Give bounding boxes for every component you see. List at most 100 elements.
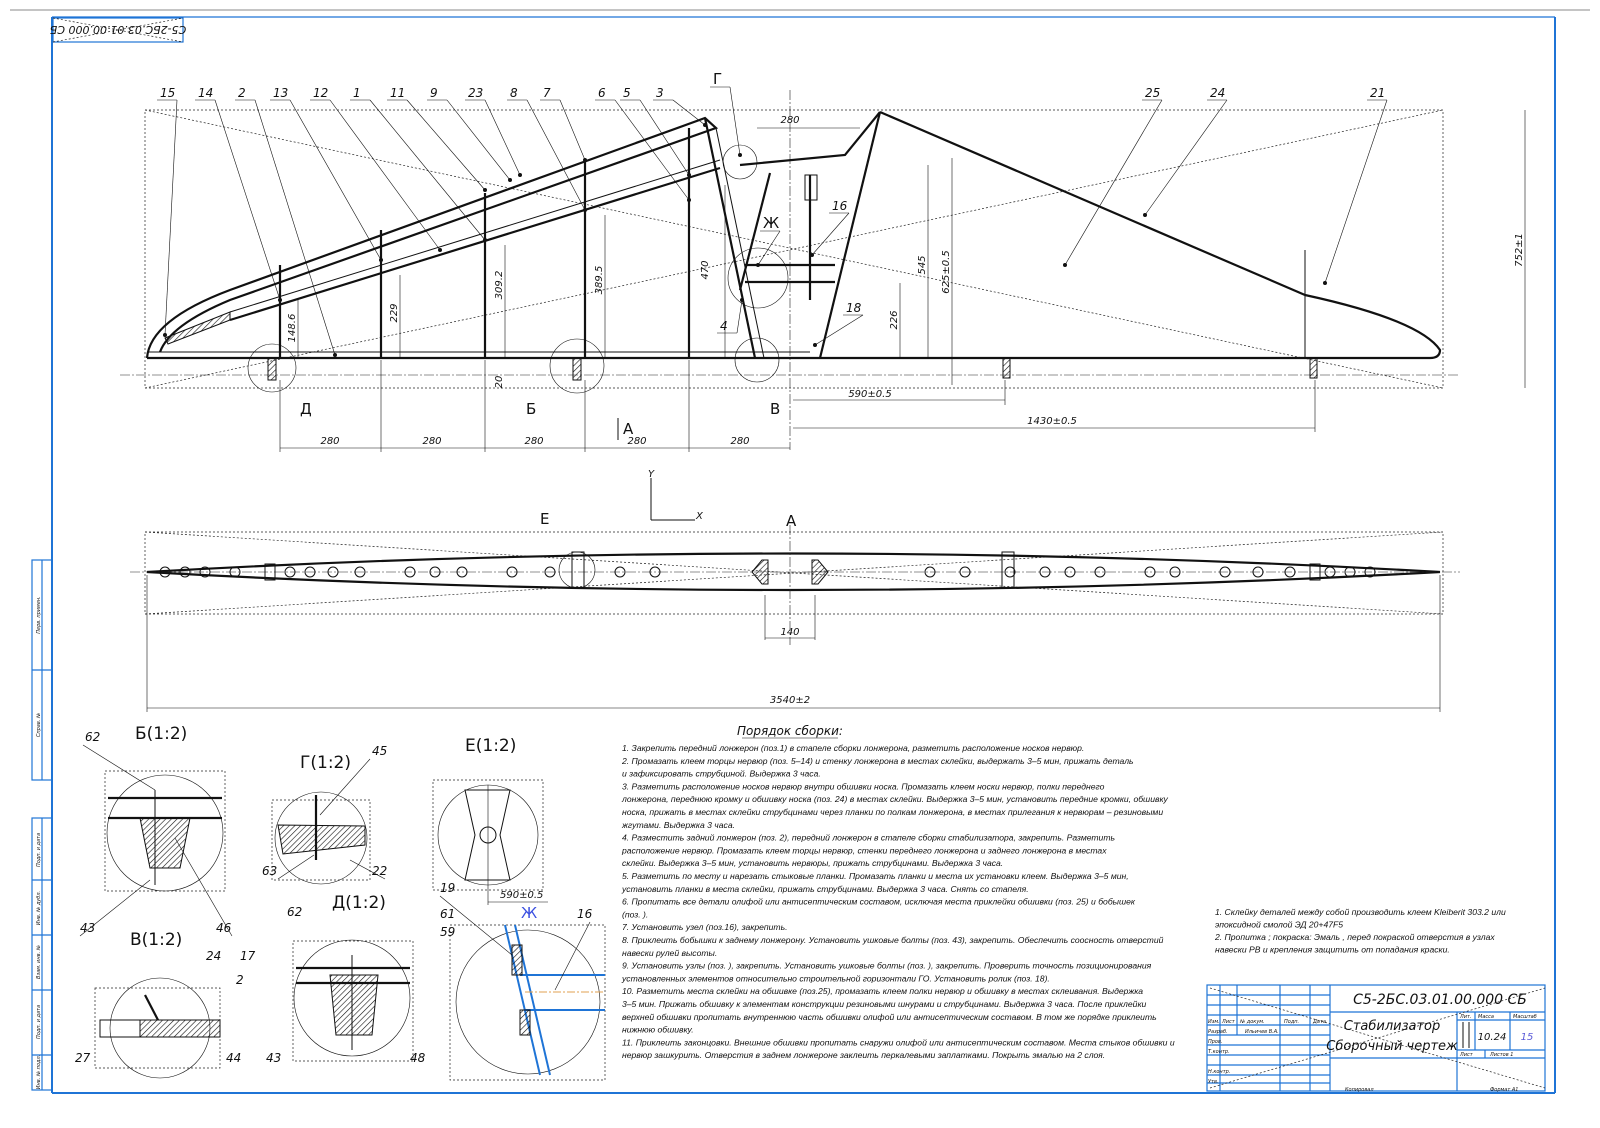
dim-148-6: 148.6 [287, 314, 298, 343]
callout-label: 9 [430, 86, 438, 100]
leader-line [672, 99, 706, 126]
leader-dot [379, 258, 383, 262]
callout-16: 16 [577, 907, 593, 921]
detail-d: Д(1:2) 62 43 48 [266, 893, 426, 1065]
hole-icon [1064, 566, 1076, 578]
hole-icon [1004, 566, 1016, 578]
hole-icon [1144, 566, 1156, 578]
view-letter-a: А [623, 420, 634, 438]
leader-dot [163, 333, 167, 337]
leader-line [757, 230, 781, 266]
margin-label: Справ. № [36, 713, 42, 737]
margin-label: Инв. № подл. [36, 1055, 42, 1090]
leader-dot [583, 208, 587, 212]
view-letter-v: В [770, 400, 780, 418]
detail-zh: Ж 19 61 59 16 [439, 881, 606, 1081]
assembly-step-line: 6. Пропитать все детали олифой или антис… [622, 897, 1136, 907]
hole-icon [429, 566, 441, 578]
callout-63: 63 [262, 864, 277, 878]
callout-43: 43 [80, 921, 95, 935]
hole-icon [1219, 566, 1231, 578]
view-letter-d: Д [300, 400, 312, 418]
leader-dot [756, 263, 760, 267]
hole-icon [404, 566, 416, 578]
hole-icon [1364, 566, 1376, 578]
callout-2: 2 [236, 973, 244, 987]
callout-24: 24 [206, 949, 221, 963]
hole-icon [179, 566, 191, 578]
assembly-step-line: 9. Установить узлы (поз. ), закрепить. У… [622, 961, 1152, 971]
title-block: С5-2БС.03.01.00.000 СБ Стабилизатор Сбор… [1206, 984, 1546, 1093]
leader-dot [483, 188, 487, 192]
assembly-step-line: 2. Промазать клеем торцы нервюр (поз. 5–… [621, 756, 1134, 766]
callout-label: 24 [1210, 86, 1225, 100]
leader-dot [508, 178, 512, 182]
callout-62: 62 [85, 730, 100, 744]
detail-zh-title: Ж [521, 904, 537, 922]
mirrored-code-text: С5-2БС.03.01.00.000 СБ [50, 23, 187, 36]
copied-label: Копировал [1345, 1087, 1374, 1093]
detail-e-title: Е(1:2) [465, 736, 516, 756]
leader-line [406, 99, 486, 191]
detail-d-title: Д(1:2) [332, 893, 386, 913]
leader-dot [278, 298, 282, 302]
callout-43: 43 [266, 1051, 281, 1065]
detail-e: Е(1:2) 590±0.5 [432, 736, 548, 905]
dim-470: 470 [700, 260, 711, 279]
hole-icon [1169, 566, 1181, 578]
dim-rib-spacing: 280 [320, 436, 339, 447]
assembly-step-line: 11. Приклеить законцовки. Внешние обшивк… [622, 1037, 1175, 1047]
title-block-column-header: № докум. [1239, 1019, 1265, 1025]
leader-line [1144, 99, 1228, 216]
title-block-developer: Ильичев В.А. [1245, 1029, 1279, 1035]
margin-label: Взам. инв. № [36, 945, 42, 979]
sheets-label: Листов 1 [1489, 1052, 1513, 1058]
leader-dot [1323, 281, 1327, 285]
hole-icon [354, 566, 366, 578]
dim-545: 545 [917, 255, 928, 274]
assembly-step-line: лонжерона, переднюю кромку и обшивку нос… [621, 794, 1169, 804]
callout-label: 16 [832, 199, 848, 213]
leader-line [1324, 99, 1388, 284]
callout-62: 62 [287, 905, 302, 919]
view-letters: Д Б В А [300, 400, 780, 440]
callout-17: 17 [240, 949, 256, 963]
side-view [120, 86, 1526, 452]
callout-label: 13 [273, 86, 288, 100]
detail-v: В(1:2) 24 17 2 27 44 [75, 930, 256, 1079]
leader-dot [583, 158, 587, 162]
hole-icon [506, 566, 518, 578]
dim-752: 752±1 [1514, 233, 1525, 267]
leader-line [729, 86, 741, 156]
detail-g-title: Г(1:2) [300, 753, 351, 773]
dim-625: 625±0.5 [941, 250, 952, 293]
assembly-step-line: 7. Установить узел (поз.16), закрепить. [622, 922, 787, 932]
dim-rib-spacing: 280 [627, 436, 646, 447]
leader-dot [483, 238, 487, 242]
assembly-step-line: верхней обшивки пропитать внутреннюю час… [622, 1012, 1157, 1022]
hole-icon [614, 566, 626, 578]
assembly-instructions: Порядок сборки: 1. Закрепить передний ло… [621, 724, 1175, 1060]
margin-label: Подп. и дата [36, 833, 42, 867]
callout-label: Г [713, 70, 722, 88]
leader-line [214, 99, 281, 301]
hole-icon [327, 566, 339, 578]
hole-icon [649, 566, 661, 578]
mass-value: 10.24 [1478, 1032, 1507, 1043]
title-block-column-header: Подп. [1284, 1019, 1299, 1025]
note-line: эпоксидной смолой ЭД 20+47F5 [1215, 920, 1343, 930]
axis-x-label: X [695, 511, 704, 522]
leader-line [1064, 99, 1163, 266]
hole-icon [544, 566, 556, 578]
assembly-step-line: 3–5 мин. Прижать обшивку к элементам кон… [622, 999, 1147, 1009]
dim-1430: 1430±0.5 [1027, 416, 1077, 427]
dim-389-5: 389.5 [594, 266, 605, 295]
callout-label: 6 [598, 86, 606, 100]
dim-rib-spacing: 280 [730, 436, 749, 447]
margin-label: Перв. примен. [36, 596, 42, 634]
callout-19: 19 [440, 881, 455, 895]
leader-dot [518, 173, 522, 177]
leader-dot [740, 298, 744, 302]
detail-e-dim: 590±0.5 [500, 890, 543, 901]
sheet-label: Лист [1459, 1052, 1474, 1058]
